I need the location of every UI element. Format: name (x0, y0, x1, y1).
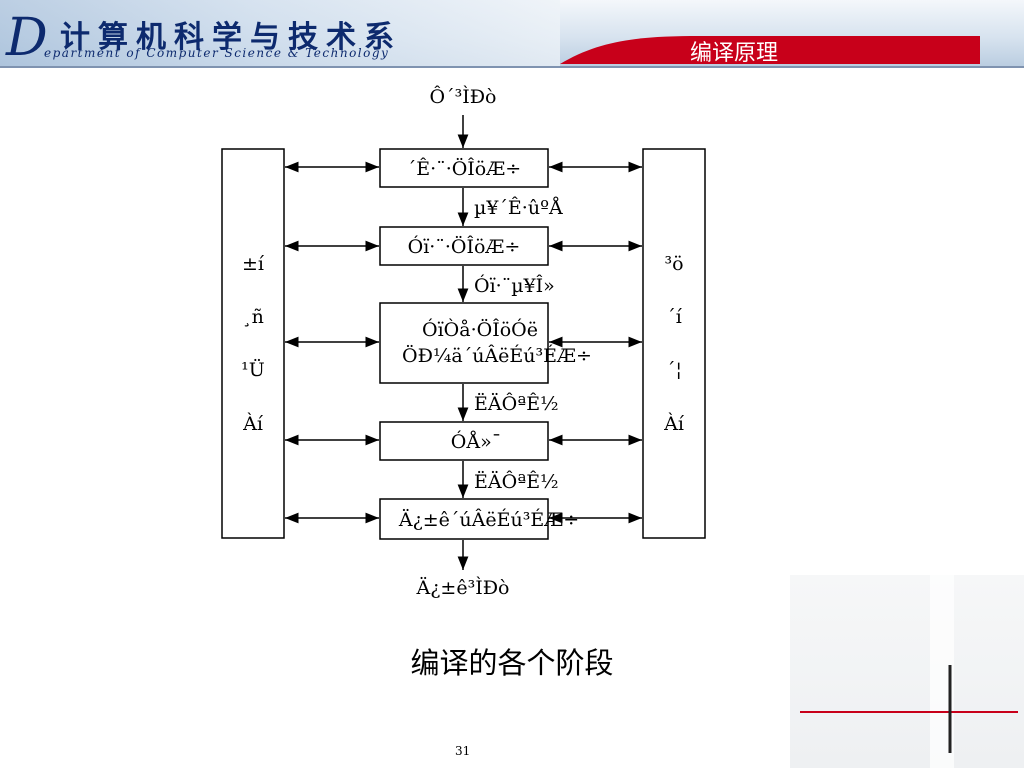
diagram-caption: 编译的各个阶段 (410, 646, 614, 680)
input-label: Ô´³ÌÐò (430, 85, 497, 108)
right-panel-line: ´¦ (666, 359, 682, 381)
code-generator-box (379, 498, 549, 540)
flow-label: ËÄÔªÊ½ (474, 392, 558, 415)
error-handling-panel (642, 148, 706, 539)
stage-box-label: ´Ê·¨·ÖÎöÆ÷ (407, 157, 521, 180)
page-number: 31 (455, 744, 471, 758)
red-swoosh-decoration (560, 36, 980, 64)
left-panel-line: ¸ñ (242, 306, 264, 328)
lexical-analyzer-box (379, 148, 549, 188)
output-label: Ä¿±ê³ÌÐò (416, 576, 510, 599)
stage-box-label: Óï·¨·ÖÎöÆ÷ (408, 235, 521, 258)
header-banner: D 计算机科学与技术系 epartment of Computer Scienc… (0, 0, 1024, 68)
crosshair-decoration (800, 665, 1018, 753)
optimizer-box (379, 421, 549, 461)
stage-box-label: ÖÐ¼ä´úÂëÉú³ÉÆ÷ (402, 344, 592, 367)
department-logo-letter: D (6, 8, 48, 68)
semantic-analyzer-box (379, 302, 549, 384)
header-gradient (0, 0, 560, 68)
right-panel-line: ³ö (664, 253, 683, 275)
syntax-analyzer-box (379, 226, 549, 266)
flow-label: Óï·¨µ¥Î» (474, 274, 555, 297)
symbol-table-panel (221, 148, 285, 539)
left-panel-line: ±í (242, 253, 265, 275)
left-panel-line: ¹Ü (241, 358, 265, 381)
left-panel-line: Àí (242, 412, 264, 435)
stage-box-label: ÓïÒå·ÖÎöÓë (422, 318, 538, 341)
right-panel-line: ´í (666, 306, 683, 328)
flow-label: µ¥´Ê·ûºÅ (474, 196, 563, 219)
header-divider (0, 66, 1024, 68)
stage-box-label: Ä¿±ê´úÂëÉú³ÉÆ÷ (398, 508, 579, 531)
flow-label: ËÄÔªÊ½ (474, 470, 558, 493)
department-name-en: epartment of Computer Science & Technolo… (44, 46, 390, 60)
course-title: 编译原理 (690, 41, 779, 66)
right-panel-line: Àí (663, 412, 685, 435)
stage-box-label: ÓÅ»¯ (451, 430, 501, 453)
department-name-cn: 计算机科学与技术系 (60, 20, 402, 55)
corner-decoration (790, 575, 1024, 768)
